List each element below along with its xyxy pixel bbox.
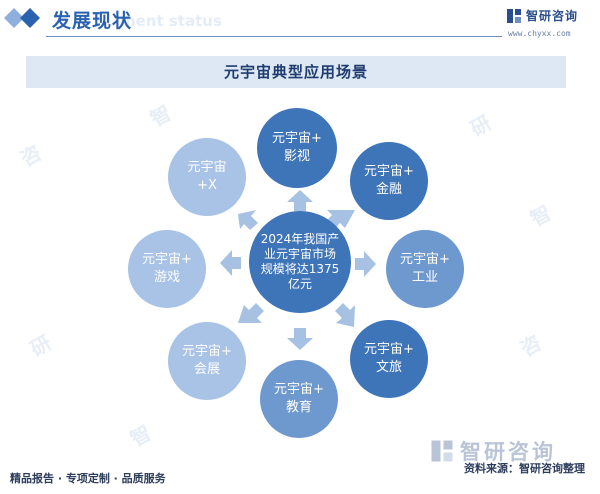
arrow-right-icon <box>355 251 376 277</box>
brand-mark-icon <box>507 8 521 23</box>
section-title: 发展现状 <box>52 10 133 32</box>
node-exhibition-label: 会展 <box>193 362 220 377</box>
node-x-prefix: 元宇宙 <box>187 160 227 175</box>
arrow-up-icon <box>287 190 313 211</box>
node-exhibition: 元宇宙+ 会展 <box>168 322 246 400</box>
banner-title: 元宇宙典型应用场景 <box>223 63 368 81</box>
title-banner: 元宇宙典型应用场景 <box>26 56 566 88</box>
node-finance-prefix: 元宇宙+ <box>364 164 414 179</box>
node-x: 元宇宙 +X <box>168 138 246 216</box>
node-tourism: 元宇宙+ 文旅 <box>350 320 428 398</box>
footer-logo-text: 智研咨询 <box>460 440 556 464</box>
node-industry-prefix: 元宇宙+ <box>400 252 450 267</box>
node-tourism-prefix: 元宇宙+ <box>364 342 414 357</box>
node-exhibition-prefix: 元宇宙+ <box>182 344 232 359</box>
arrow-down-left-icon <box>238 303 264 323</box>
footer-tagline: 精品报告 · 专项定制 · 品质服务 <box>10 472 166 485</box>
node-industry-label: 工业 <box>411 270 438 285</box>
arrow-left-icon <box>220 250 241 276</box>
node-education: 元宇宙+ 教育 <box>260 360 338 438</box>
node-industry: 元宇宙+ 工业 <box>386 230 464 308</box>
arrow-up-left-icon <box>238 210 258 230</box>
node-education-prefix: 元宇宙+ <box>274 382 324 397</box>
center-node-market-size: 2024年我国产业元宇宙市场规模将达1375亿元 <box>249 211 351 313</box>
arrow-down-icon <box>287 328 313 350</box>
footer-brand-mark-icon <box>431 440 453 462</box>
brand-logo: 智研咨询 <box>506 7 578 24</box>
arrow-down-right-icon <box>335 303 355 327</box>
header-divider <box>46 36 502 37</box>
node-gaming: 元宇宙+ 游戏 <box>128 230 206 308</box>
node-x-label: +X <box>197 178 217 193</box>
header-diamond-icon <box>4 8 40 28</box>
node-tourism-label: 文旅 <box>375 360 402 375</box>
node-education-label: 教育 <box>285 400 312 415</box>
node-film-prefix: 元宇宙+ <box>272 131 322 146</box>
brand-url: www.chyxx.com <box>508 29 571 38</box>
node-finance: 元宇宙+ 金融 <box>350 142 428 220</box>
node-finance-label: 金融 <box>375 182 402 197</box>
node-film: 元宇宙+ 影视 <box>257 108 337 188</box>
center-node-text: 2024年我国产业元宇宙市场规模将达1375亿元 <box>260 232 340 291</box>
footer-source: 资料来源：智研咨询整理 <box>464 462 585 475</box>
node-gaming-label: 游戏 <box>153 270 180 285</box>
brand-name: 智研咨询 <box>526 9 579 23</box>
footer-watermark-logo: 智研咨询 <box>430 436 556 466</box>
node-gaming-prefix: 元宇宙+ <box>142 252 192 267</box>
node-film-label: 影视 <box>283 149 310 164</box>
header-ghost-text: ment status <box>120 12 222 30</box>
